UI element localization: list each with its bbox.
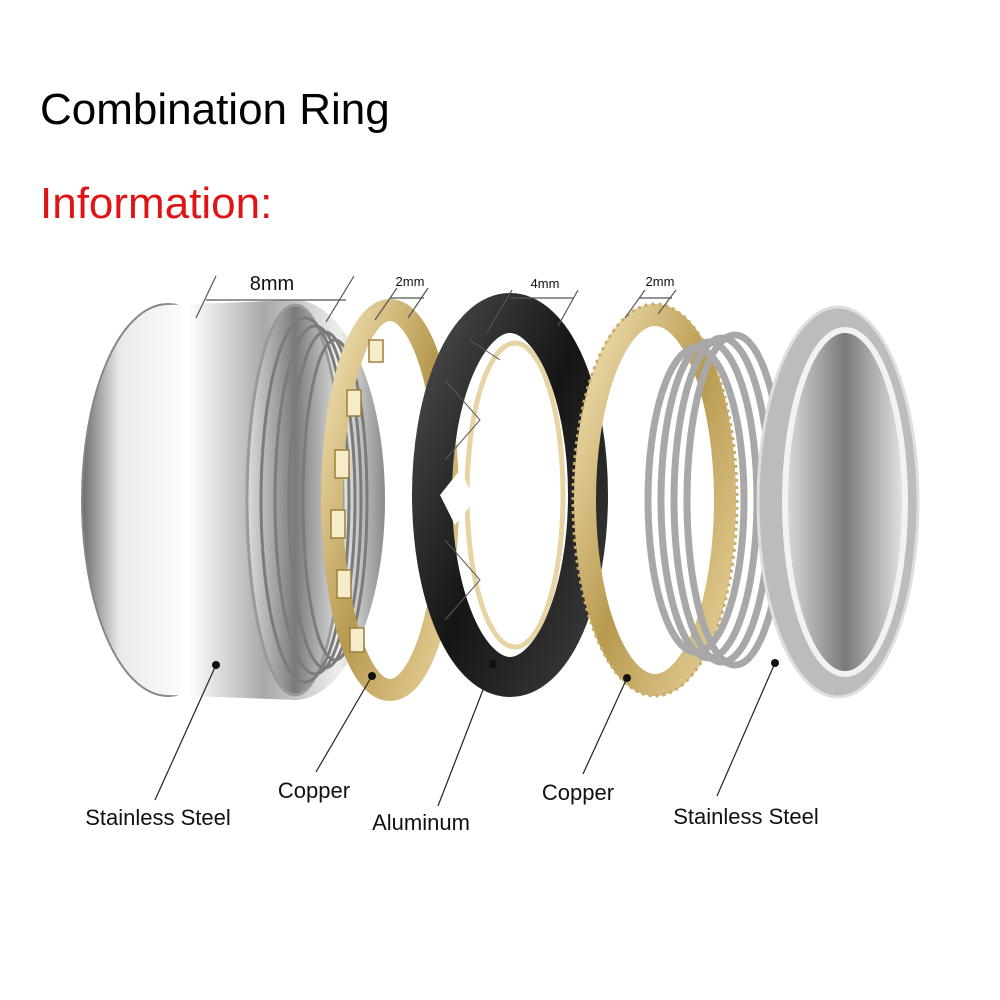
dot-right-copper: [623, 674, 631, 682]
dot-left-copper: [368, 672, 376, 680]
callout-dots: [212, 659, 779, 682]
dim-8mm-label: 8mm: [250, 273, 294, 295]
label-aluminum: Aluminum: [372, 810, 470, 835]
dot-aluminum: [489, 660, 497, 668]
dim-copper-left-label: 2mm: [396, 274, 425, 289]
dimension-lines: [195, 275, 677, 333]
dim-aluminum-label: 4mm: [531, 276, 560, 291]
label-left-copper: Copper: [278, 778, 350, 803]
leader-left-copper: [315, 675, 373, 773]
dot-left-steel: [212, 661, 220, 669]
leader-aluminum: [437, 663, 494, 807]
aluminum-ring: [412, 293, 608, 697]
info-heading: Information:: [40, 179, 273, 228]
dim-2mm-right-tick-b: [657, 289, 677, 315]
right-steel-ring: [644, 305, 920, 699]
dim-copper-right-label: 2mm: [646, 274, 675, 289]
dim-2mm-left-tick-b: [407, 287, 429, 319]
right-copper-ring: [571, 302, 739, 698]
dim-4mm-left-tick: [486, 289, 513, 333]
callout-lines: [154, 662, 776, 807]
page-title: Combination Ring: [40, 85, 390, 134]
label-right-copper: Copper: [542, 780, 614, 805]
dim-2mm-left-tick-a: [374, 287, 398, 321]
leader-right-copper: [582, 677, 628, 775]
dot-right-steel: [771, 659, 779, 667]
label-right-stainless-steel: Stainless Steel: [673, 804, 819, 829]
leader-right-steel: [716, 662, 776, 797]
label-left-stainless-steel: Stainless Steel: [85, 805, 231, 830]
left-steel-ring: [81, 300, 385, 700]
dim-8mm-left-tick: [195, 275, 217, 319]
dim-8mm-right-tick: [325, 275, 355, 323]
leader-left-steel: [154, 664, 217, 801]
dim-4mm-right-tick: [557, 289, 579, 327]
dim-2mm-right-tick-a: [624, 289, 646, 319]
